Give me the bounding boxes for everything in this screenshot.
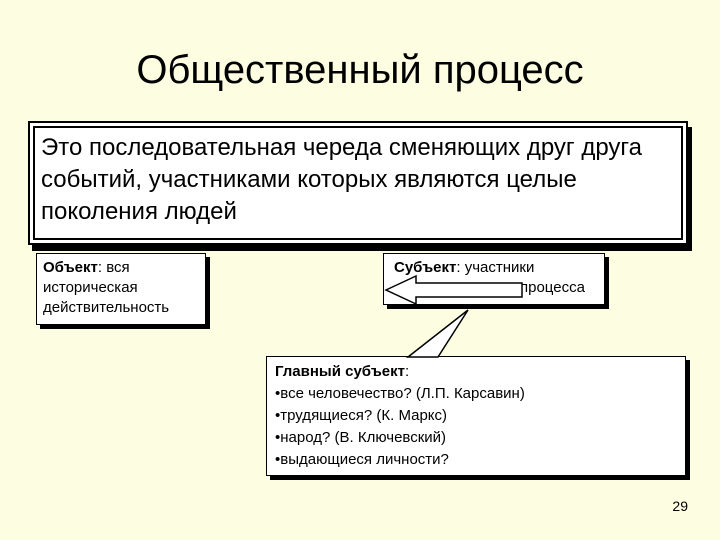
list-item: все человечество? (Л.П. Карсавин) — [275, 383, 677, 405]
object-box: Объект: вся историческая действительност… — [36, 253, 206, 325]
list-item: трудящиеся? (К. Маркс) — [275, 405, 677, 427]
list-item: народ? (В. Ключевский) — [275, 427, 677, 449]
page-number: 29 — [672, 498, 688, 514]
main-subject-label: Главный субъект — [275, 363, 405, 380]
definition-text: Это последовательная череда сменяющих др… — [41, 134, 642, 225]
callout-pointer — [405, 309, 469, 358]
main-subject-suffix: : — [405, 363, 410, 380]
subject-label: Субъект — [394, 259, 457, 276]
object-text: : вся историческая действительность — [43, 259, 170, 316]
subject-box: Субъект: участники процесса — [383, 253, 605, 305]
slide-title: Общественный процесс — [136, 48, 584, 92]
subject-text-line2: процесса — [520, 279, 585, 296]
main-subject-box: Главный субъект: все человечество? (Л.П.… — [266, 356, 686, 476]
list-item: выдающиеся личности? — [275, 449, 677, 471]
object-label: Объект — [43, 259, 98, 276]
subject-text-line1: : участники — [456, 259, 535, 276]
definition-box: Это последовательная череда сменяющих др… — [33, 126, 683, 240]
main-subject-list: все человечество? (Л.П. Карсавин) трудящ… — [275, 383, 677, 471]
